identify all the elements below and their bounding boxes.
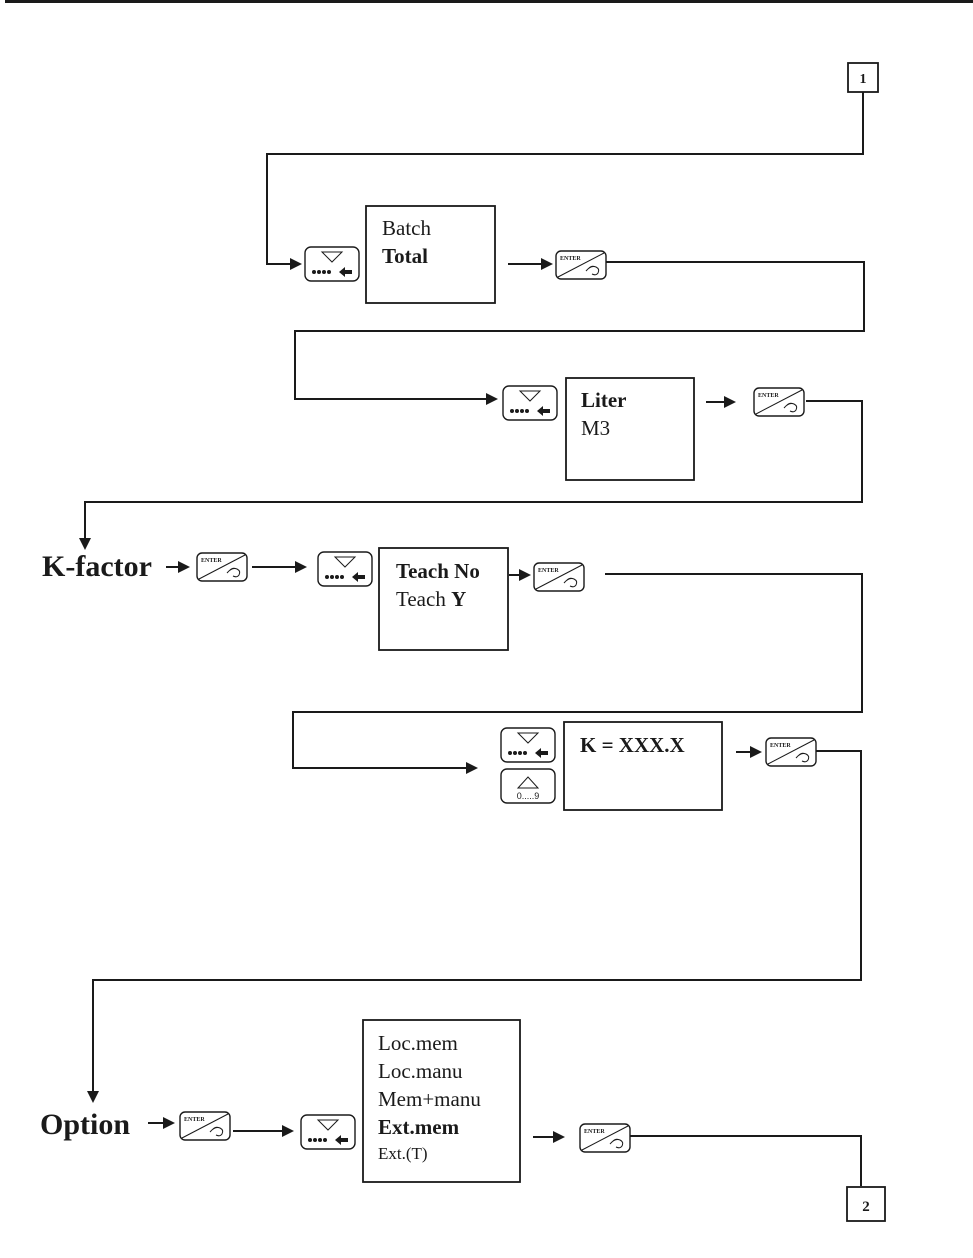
enter-key[interactable]: ENTER — [555, 250, 607, 280]
digits-label: 0.....9 — [517, 791, 540, 801]
connector-2: 2 — [846, 1186, 886, 1222]
enter-key-label: ENTER — [770, 743, 791, 749]
increment-key[interactable]: 0.....9 — [500, 768, 556, 804]
screen-line-teach-no-selected: Teach No — [396, 559, 480, 583]
option-loc-mem: Loc.mem — [378, 1031, 458, 1055]
enter-key-label: ENTER — [538, 568, 559, 574]
enter-key-label: ENTER — [184, 1117, 205, 1123]
flow-lines — [79, 92, 865, 1186]
connector-2-label: 2 — [862, 1199, 870, 1215]
screen-batch-total: Batch Total — [365, 205, 496, 304]
scroll-key[interactable] — [500, 727, 556, 763]
option-loc-manu: Loc.manu — [378, 1059, 463, 1083]
scroll-key[interactable] — [300, 1114, 356, 1150]
enter-key[interactable]: ENTER — [579, 1123, 631, 1153]
screen-kvalue: K = XXX.X — [563, 721, 723, 811]
screen-line-total-selected: Total — [382, 244, 428, 268]
enter-key[interactable]: ENTER — [196, 552, 248, 582]
enter-key-label: ENTER — [758, 393, 779, 399]
screen-units: Liter M3 — [565, 377, 695, 481]
header-rule — [5, 0, 973, 3]
screen-teach: Teach No Teach Y — [378, 547, 509, 651]
screen-line-batch: Batch — [382, 216, 431, 240]
screen-line-m3: M3 — [581, 416, 610, 440]
enter-key-label: ENTER — [584, 1129, 605, 1135]
section-label-kfactor: K-factor — [42, 550, 152, 583]
enter-key[interactable]: ENTER — [765, 737, 817, 767]
connector-1: 1 — [847, 62, 879, 93]
option-mem-manu: Mem+manu — [378, 1087, 481, 1111]
screen-line-liter-selected: Liter — [581, 388, 626, 412]
kvalue-text: K = XXX.X — [580, 733, 685, 757]
screen-options: Loc.mem Loc.manu Mem+manu Ext.mem Ext.(T… — [362, 1019, 521, 1183]
enter-key-label: ENTER — [201, 558, 222, 564]
enter-key[interactable]: ENTER — [179, 1111, 231, 1141]
option-ext-mem-selected: Ext.mem — [378, 1115, 460, 1139]
enter-key[interactable]: ENTER — [753, 387, 805, 417]
enter-key[interactable]: ENTER — [533, 562, 585, 592]
scroll-key[interactable] — [317, 551, 373, 587]
screen-line-teach-yes: Teach Y — [396, 587, 466, 611]
scroll-key[interactable] — [502, 385, 558, 421]
scroll-key[interactable] — [304, 246, 360, 282]
connector-1-label: 1 — [860, 72, 867, 87]
enter-key-label: ENTER — [560, 256, 581, 262]
section-label-option: Option — [40, 1108, 130, 1141]
option-ext-t: Ext.(T) — [378, 1144, 428, 1163]
